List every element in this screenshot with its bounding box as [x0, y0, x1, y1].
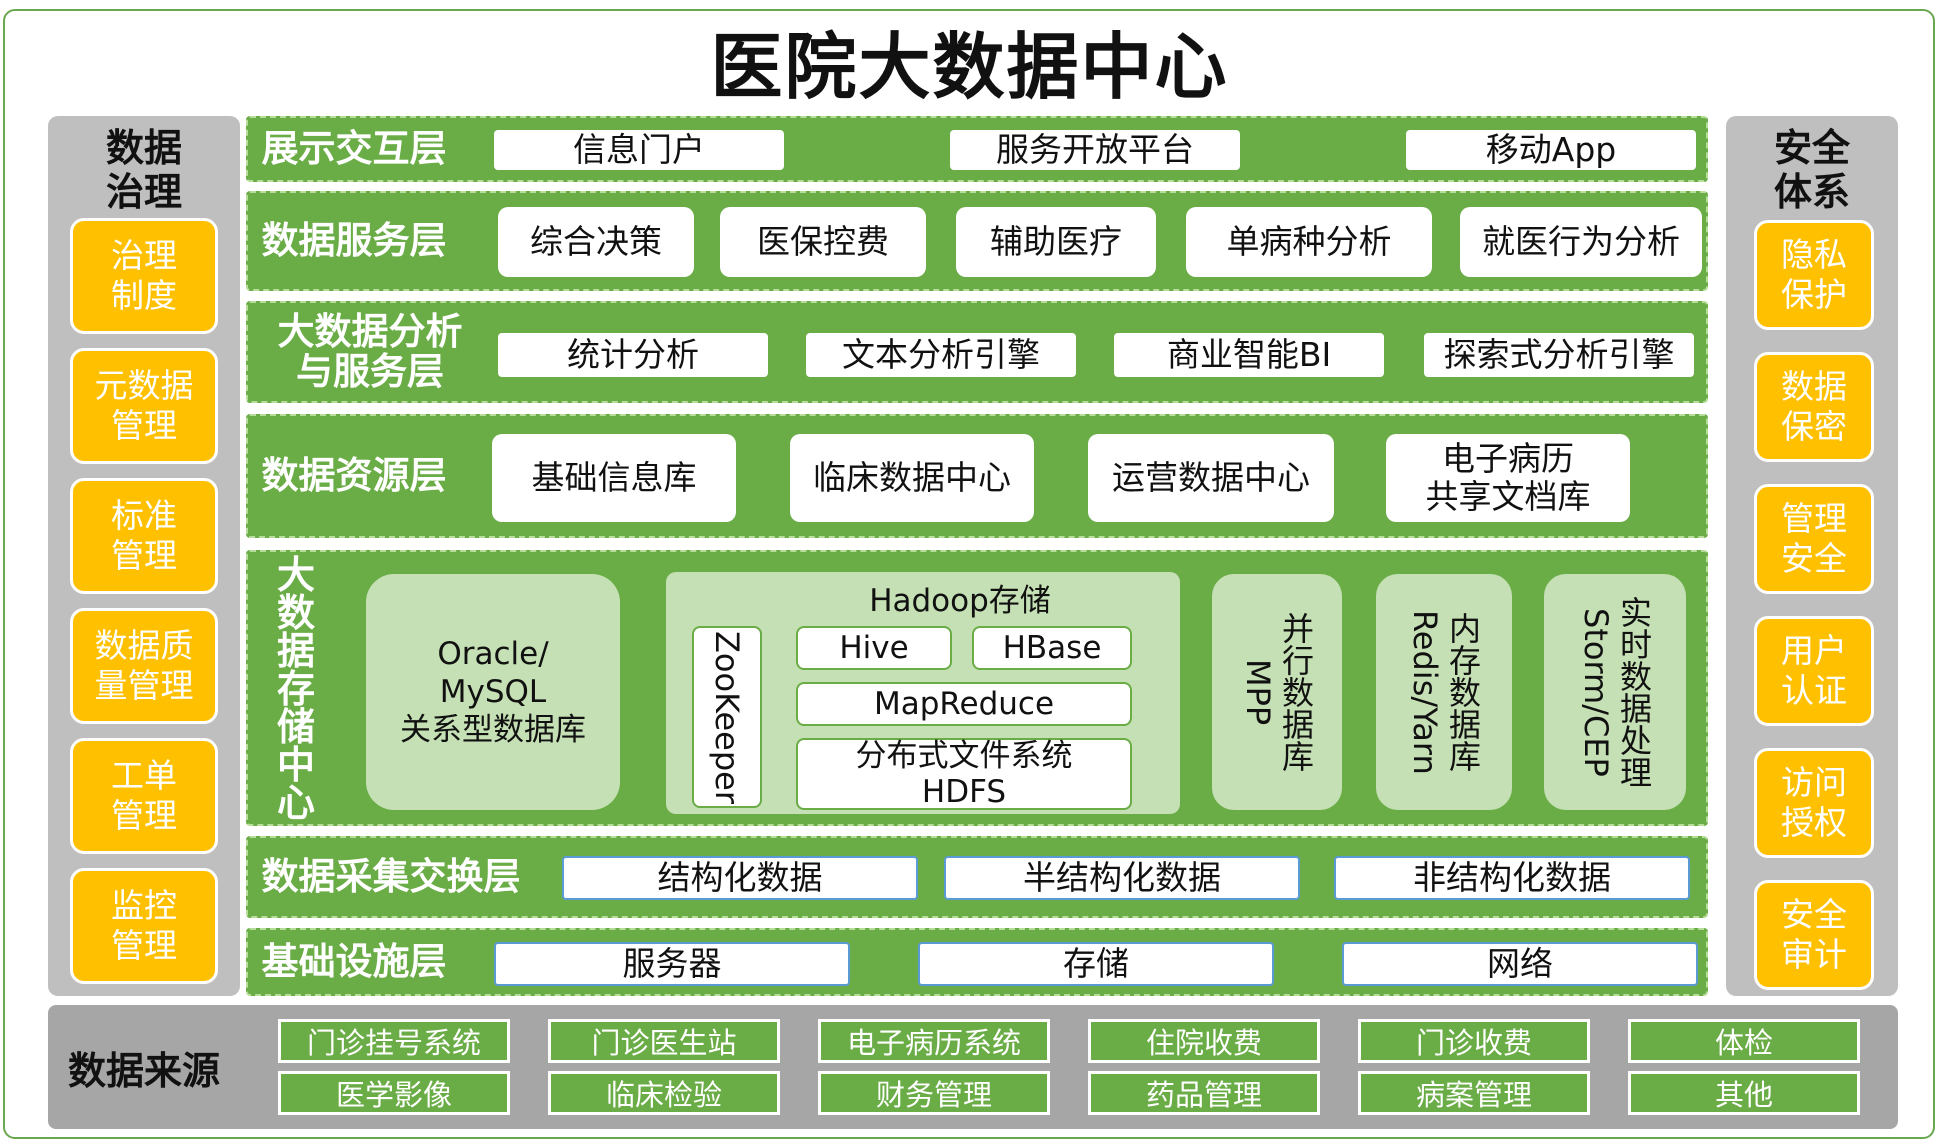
memory-db-box: 内存数据库 Redis/Yarn	[1376, 574, 1512, 810]
storage-layer-label: 大 数 据 存 储 中 心	[276, 553, 315, 825]
hdfs-box: 分布式文件系统 HDFS	[796, 738, 1132, 810]
zookeeper-box: ZooKeeper	[692, 626, 762, 808]
resource-item: 电子病历 共享文档库	[1386, 434, 1630, 522]
source-item: 财务管理	[818, 1071, 1050, 1115]
data-service-item: 就医行为分析	[1460, 207, 1702, 277]
mpp-box: 并行数据库 MPP	[1212, 574, 1342, 810]
security-item: 数据 保密	[1754, 352, 1874, 462]
governance-item: 工单 管理	[70, 738, 218, 854]
source-item: 门诊医生站	[548, 1019, 780, 1063]
security-panel: 安全 体系 隐私 保护 数据 保密 管理 安全 用户 认证 访问 授权 安全 审…	[1726, 116, 1898, 996]
infrastructure-item: 服务器	[494, 942, 850, 986]
security-item: 管理 安全	[1754, 484, 1874, 594]
realtime-label: 实时数据处理 Storm/CEP	[1577, 596, 1653, 788]
analysis-item: 探索式分析引擎	[1424, 333, 1694, 377]
resource-item: 基础信息库	[492, 434, 736, 522]
source-item: 电子病历系统	[818, 1019, 1050, 1063]
memory-db-label: 内存数据库 Redis/Yarn	[1406, 609, 1482, 775]
governance-item: 监控 管理	[70, 868, 218, 984]
presentation-layer-label: 展示交互层	[261, 127, 447, 170]
analysis-item: 文本分析引擎	[806, 333, 1076, 377]
realtime-box: 实时数据处理 Storm/CEP	[1544, 574, 1686, 810]
resource-layer: 数据资源层 基础信息库 临床数据中心 运营数据中心 电子病历 共享文档库	[246, 414, 1708, 538]
source-item: 药品管理	[1088, 1071, 1320, 1115]
data-sources-panel: 数据来源 门诊挂号系统 门诊医生站 电子病历系统 住院收费 门诊收费 体检 医学…	[48, 1005, 1898, 1129]
infrastructure-layer-label: 基础设施层	[261, 940, 447, 983]
data-service-item: 综合决策	[498, 207, 694, 277]
governance-item: 治理 制度	[70, 218, 218, 334]
mapreduce-box: MapReduce	[796, 682, 1132, 726]
presentation-layer: 展示交互层 信息门户 服务开放平台 移动App	[246, 116, 1708, 182]
source-item: 病案管理	[1358, 1071, 1590, 1115]
hadoop-storage-title: Hadoop存储	[869, 583, 1051, 619]
security-title: 安全 体系	[1773, 126, 1850, 214]
data-service-item: 单病种分析	[1186, 207, 1432, 277]
collection-item: 结构化数据	[562, 856, 918, 900]
mpp-label: 并行数据库 MPP	[1239, 612, 1315, 772]
collection-layer-label: 数据采集交换层	[261, 855, 521, 898]
security-item: 访问 授权	[1754, 748, 1874, 858]
governance-item: 标准 管理	[70, 478, 218, 594]
governance-item: 元数据 管理	[70, 348, 218, 464]
source-item: 其他	[1628, 1071, 1860, 1115]
source-item: 体检	[1628, 1019, 1860, 1063]
data-sources-title: 数据来源	[68, 1048, 221, 1093]
collection-item: 非结构化数据	[1334, 856, 1690, 900]
analysis-item: 商业智能BI	[1114, 333, 1384, 377]
collection-item: 半结构化数据	[944, 856, 1300, 900]
data-service-item: 医保控费	[720, 207, 926, 277]
hbase-box: HBase	[972, 626, 1132, 670]
diagram-title: 医院大数据中心	[710, 25, 1229, 109]
security-item: 隐私 保护	[1754, 220, 1874, 330]
security-item: 安全 审计	[1754, 880, 1874, 990]
governance-item: 数据质 量管理	[70, 608, 218, 724]
relational-db-box: Oracle/ MySQL 关系型数据库	[366, 574, 620, 810]
analysis-layer-label: 大数据分析 与服务层	[277, 310, 463, 393]
security-item: 用户 认证	[1754, 616, 1874, 726]
resource-layer-label: 数据资源层	[261, 454, 447, 497]
presentation-item: 移动App	[1406, 130, 1696, 170]
source-item: 临床检验	[548, 1071, 780, 1115]
zookeeper-label: ZooKeeper	[708, 630, 746, 804]
resource-item: 运营数据中心	[1088, 434, 1334, 522]
presentation-item: 服务开放平台	[950, 130, 1240, 170]
governance-title: 数据 治理	[105, 126, 182, 214]
resource-item: 临床数据中心	[790, 434, 1034, 522]
infrastructure-layer: 基础设施层 服务器 存储 网络	[246, 928, 1708, 996]
source-item: 住院收费	[1088, 1019, 1320, 1063]
source-item: 医学影像	[278, 1071, 510, 1115]
analysis-layer: 大数据分析 与服务层 统计分析 文本分析引擎 商业智能BI 探索式分析引擎	[246, 301, 1708, 403]
collection-layer: 数据采集交换层 结构化数据 半结构化数据 非结构化数据	[246, 836, 1708, 918]
data-service-layer-label: 数据服务层	[261, 219, 447, 262]
infrastructure-item: 存储	[918, 942, 1274, 986]
source-item: 门诊收费	[1358, 1019, 1590, 1063]
governance-panel: 数据 治理 治理 制度 元数据 管理 标准 管理 数据质 量管理 工单 管理 监…	[48, 116, 240, 996]
storage-layer: 大 数 据 存 储 中 心 Oracle/ MySQL 关系型数据库 Hadoo…	[246, 550, 1708, 826]
infrastructure-item: 网络	[1342, 942, 1698, 986]
source-item: 门诊挂号系统	[278, 1019, 510, 1063]
analysis-item: 统计分析	[498, 333, 768, 377]
data-service-item: 辅助医疗	[956, 207, 1156, 277]
data-service-layer: 数据服务层 综合决策 医保控费 辅助医疗 单病种分析 就医行为分析	[246, 191, 1708, 291]
presentation-item: 信息门户	[494, 130, 784, 170]
hive-box: Hive	[796, 626, 952, 670]
